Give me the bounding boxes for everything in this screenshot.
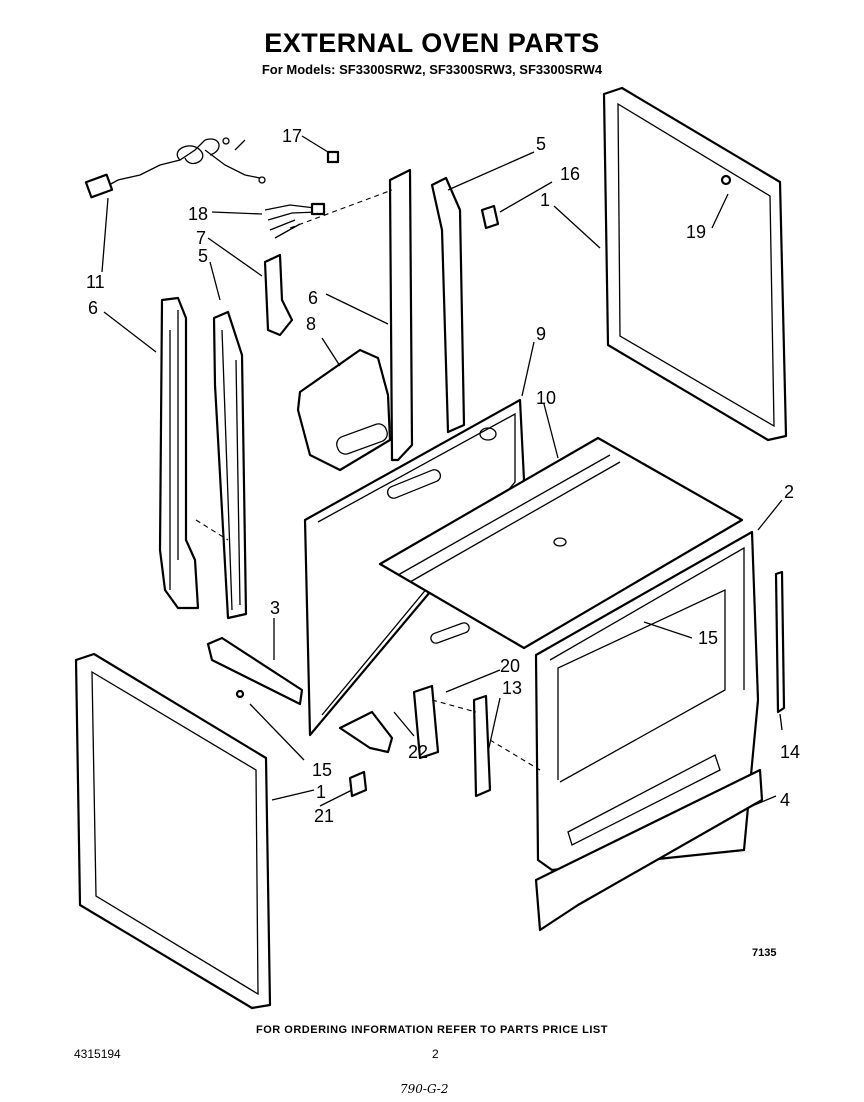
callout-13: 14: [780, 742, 800, 762]
oven-vent-part: [296, 348, 392, 472]
document-number: 4315194: [74, 1047, 121, 1061]
callout-8: 8: [306, 314, 316, 334]
callout-21: 21: [314, 806, 334, 826]
callout-17: 17: [282, 126, 302, 146]
callout-22: 22: [408, 742, 428, 762]
callout-10: 10: [536, 388, 556, 408]
page-title: EXTERNAL OVEN PARTS: [264, 28, 600, 58]
callout-15: 15: [312, 760, 332, 780]
callout-6-left: 6: [88, 298, 98, 318]
callout-14: 15: [698, 628, 718, 648]
callout-16: 16: [560, 164, 580, 184]
clip-part: [720, 174, 732, 186]
kickplate-part: [534, 768, 764, 932]
callout-6-rear: 6: [308, 288, 318, 308]
figure-code: 7135: [752, 947, 777, 959]
clip-16-part: [480, 204, 500, 230]
callout-5-left: 5: [198, 246, 208, 266]
callout-11: 11: [86, 272, 105, 292]
right-channel-part: [430, 176, 466, 434]
callout-1-right: 1: [540, 190, 550, 210]
ordering-note: FOR ORDERING INFORMATION REFER TO PARTS …: [256, 1024, 608, 1036]
front-frame-right-part: [534, 530, 760, 872]
screw-part: [235, 689, 245, 699]
page-number: 2: [432, 1047, 439, 1061]
side-trim-part: [774, 570, 786, 714]
callout-1-left: 1: [316, 782, 326, 802]
rear-panel-part: [388, 168, 414, 462]
plug-part: [326, 150, 340, 164]
dashed-assembly-lines: [195, 189, 541, 771]
bracket-bottom-part: [338, 710, 394, 754]
callout-19: 19: [686, 222, 706, 242]
callout-4: 4: [780, 790, 790, 810]
left-side-panel-part: [158, 296, 200, 610]
callout-7: 7: [196, 228, 206, 248]
left-channel-part: [212, 310, 248, 620]
leveling-leg-part: [348, 770, 368, 798]
hinge-part: [472, 694, 492, 798]
bottom-rail-part: [206, 636, 304, 706]
callout-2: 2: [784, 482, 794, 502]
callout-20: 20: [500, 656, 520, 676]
callout-5-right: 5: [536, 134, 546, 154]
bracket-part: [263, 253, 294, 337]
top-panel-part: [378, 436, 744, 650]
callout-12: 13: [502, 678, 522, 698]
door-gasket-left-part: [74, 652, 272, 1010]
wire-harness-part: [264, 202, 326, 239]
callout-labels: 17 18 7 5 11 6 6 8 5 16 1 19 9 10 2 15 1…: [86, 126, 800, 826]
handwritten-note: 790-G-2: [400, 1082, 449, 1096]
models-subtitle: For Models: SF3300SRW2, SF3300SRW3, SF33…: [261, 62, 603, 77]
hinge-bracket-part: [412, 684, 440, 760]
power-cord-part: [84, 137, 266, 199]
door-gasket-right-part: [602, 86, 788, 442]
callout-18: 18: [188, 204, 208, 224]
callout-9: 9: [536, 324, 546, 344]
callout-3: 3: [270, 598, 280, 618]
leader-lines: [101, 135, 783, 807]
